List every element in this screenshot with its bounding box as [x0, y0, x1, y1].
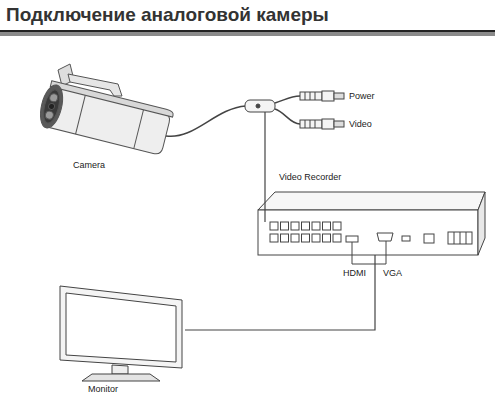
dvr-drawing: [258, 192, 485, 264]
video-plug: [300, 119, 344, 129]
signal-label: Video: [348, 119, 373, 130]
device-label: Video Recorder: [278, 172, 342, 183]
bnc-port: [281, 222, 289, 230]
device-node: Camera: [20, 60, 350, 132]
signal-label: VGA: [382, 268, 403, 279]
device-label: Camera: [72, 160, 106, 171]
camera-drawing: [37, 64, 246, 157]
bnc-port: [281, 234, 289, 242]
cable-line: [264, 132, 265, 192]
cable-line: [185, 255, 375, 330]
device-node: Video Recorder: [258, 192, 485, 255]
bnc-port: [291, 234, 299, 242]
page-title: Подключение аналоговой камеры: [6, 3, 329, 27]
bnc-port: [312, 222, 320, 230]
bnc-port: [333, 234, 341, 242]
bnc-port: [270, 234, 278, 242]
title-bar: [0, 32, 495, 36]
bnc-port: [270, 222, 278, 230]
cable-splitter: [245, 96, 300, 132]
bnc-port: [302, 234, 310, 242]
device-label: Monitor: [87, 384, 119, 395]
title-rule: [0, 30, 495, 32]
bnc-port: [302, 222, 310, 230]
signal-label: HDMI: [342, 268, 367, 279]
bnc-port: [323, 222, 331, 230]
bnc-port: [323, 234, 331, 242]
bnc-port: [333, 222, 341, 230]
bnc-port: [312, 234, 320, 242]
signal-label: Power: [348, 91, 376, 102]
bnc-port: [291, 222, 299, 230]
monitor-drawing: [60, 286, 182, 381]
device-node: Monitor: [55, 283, 185, 383]
bnc-ports: [270, 222, 341, 242]
power-plug: [300, 91, 344, 101]
